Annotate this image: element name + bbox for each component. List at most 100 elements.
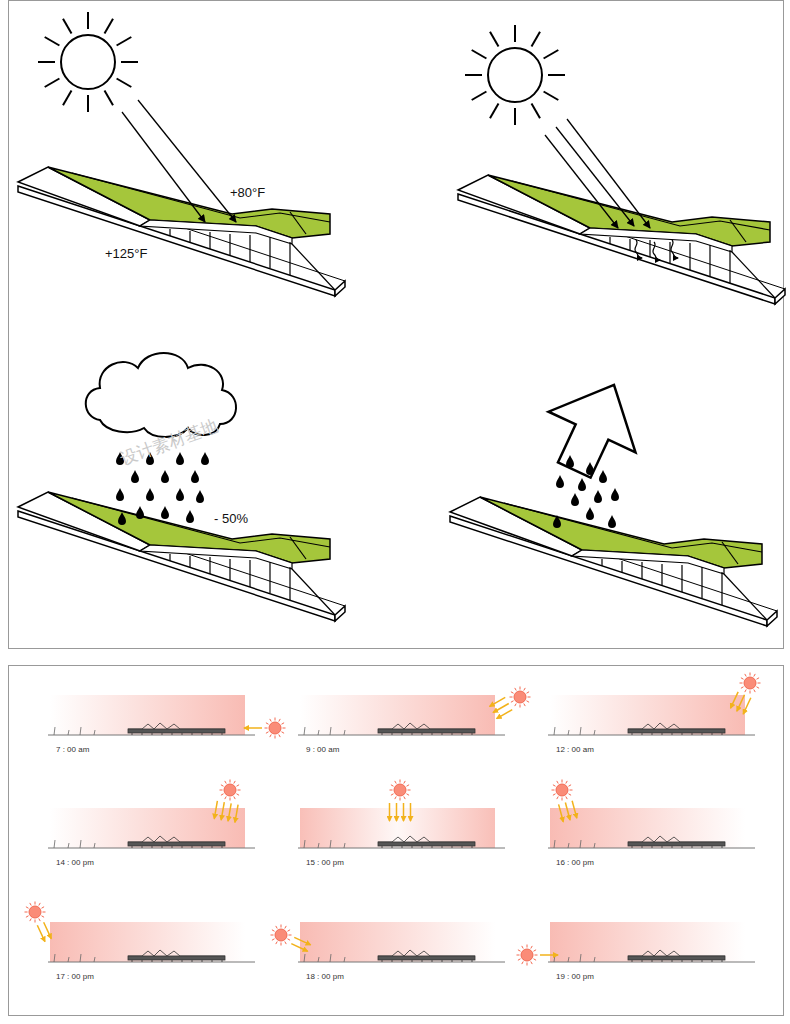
rain-drop xyxy=(186,510,194,523)
sun-ray xyxy=(472,92,487,101)
column xyxy=(642,733,643,735)
sun-ray-arrow xyxy=(396,803,398,821)
column xyxy=(142,960,143,962)
ground-line xyxy=(48,848,255,849)
sun-ray xyxy=(515,703,517,706)
column xyxy=(462,733,463,735)
sun-ray xyxy=(87,12,89,29)
grass-tuft xyxy=(594,730,595,735)
column xyxy=(222,733,223,735)
sun-ray xyxy=(566,781,568,784)
sun-ray xyxy=(548,74,565,76)
rain-drop xyxy=(161,506,169,519)
column xyxy=(692,960,693,962)
sun-ray-arrow xyxy=(291,944,307,952)
sun-disc xyxy=(394,784,406,796)
building-section xyxy=(628,723,725,735)
sun-ray xyxy=(234,796,236,799)
building-band xyxy=(628,842,725,846)
sun-ray xyxy=(30,918,32,921)
sun-ray xyxy=(276,941,278,944)
sun-ray xyxy=(404,781,406,784)
sun-disc xyxy=(29,906,41,918)
grass-tuft xyxy=(94,730,95,735)
small-sun xyxy=(740,673,761,694)
green-roof xyxy=(18,492,345,621)
sun-ray xyxy=(105,19,114,34)
sun-ray xyxy=(285,926,287,929)
column xyxy=(702,733,703,735)
column xyxy=(442,960,443,962)
small-sun xyxy=(552,780,573,801)
sun-ray-arrow xyxy=(559,804,564,821)
grass-tuft xyxy=(330,840,331,848)
sun-ray xyxy=(750,691,751,694)
sun-ray xyxy=(43,912,46,913)
sun-ray xyxy=(750,673,751,676)
sun-ray xyxy=(527,963,528,966)
sun-ray-arrow xyxy=(228,803,231,821)
column xyxy=(682,960,683,962)
column xyxy=(702,960,703,962)
sun-ray-arrow xyxy=(214,801,217,819)
sun-ray xyxy=(531,961,533,964)
grass-tuft xyxy=(580,840,581,848)
sun-ray xyxy=(271,935,274,936)
grass-tuft xyxy=(330,727,331,735)
column xyxy=(212,960,213,962)
grass-tuft xyxy=(568,843,569,848)
grass-tuft xyxy=(68,730,69,735)
column xyxy=(712,960,713,962)
sun-ray xyxy=(121,61,138,63)
column xyxy=(202,733,203,735)
ground-line xyxy=(548,962,755,963)
rain-drop xyxy=(191,470,199,483)
column xyxy=(192,733,193,735)
sun-exposure-band xyxy=(300,808,495,848)
column xyxy=(382,960,383,962)
small-sun xyxy=(510,687,531,708)
sun-ray xyxy=(270,734,272,737)
sun-ray xyxy=(285,941,287,944)
sun-ray xyxy=(745,689,747,692)
sun-ray xyxy=(522,961,524,964)
grass-tuft xyxy=(54,727,55,735)
sun-ray-arrow xyxy=(37,925,45,941)
small-sun xyxy=(25,902,46,923)
rain-drop xyxy=(586,462,594,475)
time-label: 16 : 00 pm xyxy=(556,859,594,868)
grass-tuft xyxy=(554,727,555,735)
sun-ray xyxy=(515,688,517,691)
sun-ray-arrow xyxy=(743,698,751,714)
sun-ray xyxy=(276,926,278,929)
sun-ray xyxy=(281,943,282,946)
sun-ray xyxy=(283,728,286,729)
sun-disc xyxy=(488,48,542,102)
rain-drop xyxy=(556,475,564,488)
sun-ray xyxy=(511,701,514,703)
grass-tuft xyxy=(54,954,55,962)
building-band xyxy=(628,729,725,733)
rain-drop xyxy=(608,515,616,528)
rain-drop xyxy=(118,512,126,525)
sun-exposure-band xyxy=(550,922,745,962)
rain-drop xyxy=(594,490,602,503)
sun-ray xyxy=(568,794,571,796)
sun-ray-arrow xyxy=(565,803,570,820)
sun-ray xyxy=(225,796,227,799)
grass-tuft xyxy=(304,954,305,962)
sun-ray-arrow xyxy=(572,801,577,818)
sun-ray xyxy=(552,790,555,791)
building-section xyxy=(128,836,225,848)
grass-tuft xyxy=(318,843,319,848)
sun-ray xyxy=(41,916,44,918)
sun-ray xyxy=(236,785,239,787)
sun-ray xyxy=(553,785,556,787)
column xyxy=(442,733,443,735)
sun-disc xyxy=(514,691,526,703)
sun-ray xyxy=(391,794,394,796)
sun-ray xyxy=(517,955,520,956)
column xyxy=(182,846,183,848)
ground-line xyxy=(548,735,755,736)
column xyxy=(172,960,173,962)
